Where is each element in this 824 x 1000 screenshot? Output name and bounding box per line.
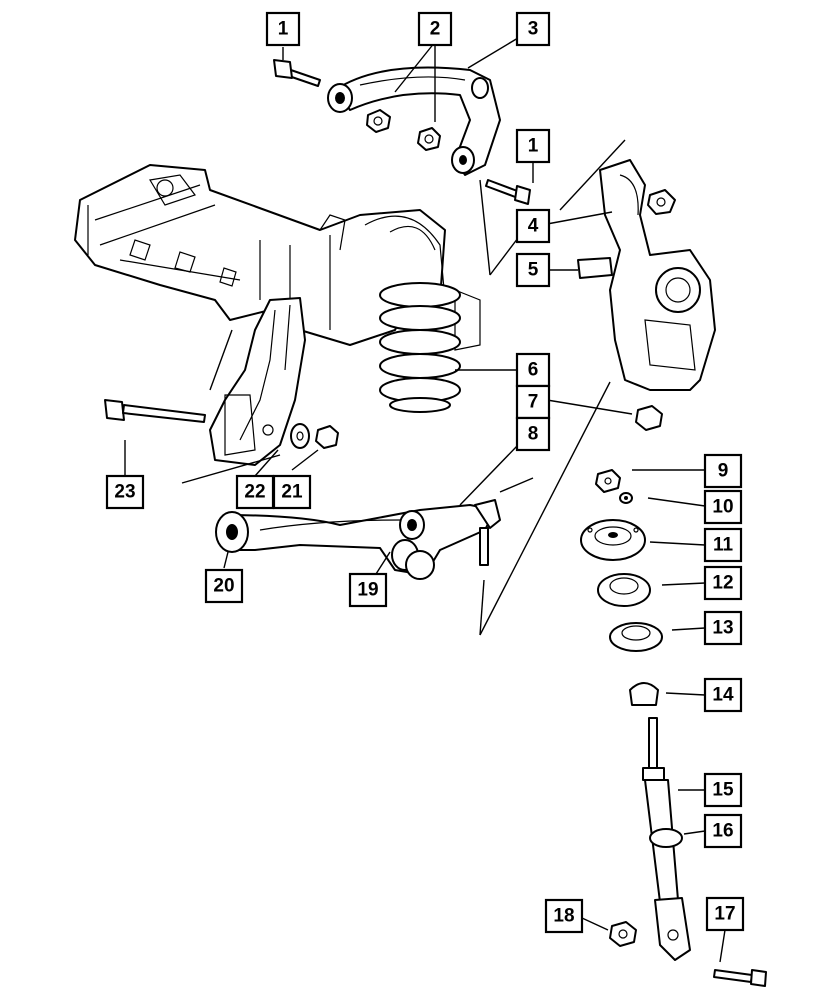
callout-21: 21 bbox=[272, 474, 312, 510]
svg-text:21: 21 bbox=[281, 482, 303, 503]
svg-text:11: 11 bbox=[713, 535, 734, 556]
steering-knuckle bbox=[577, 159, 716, 391]
frame-rail bbox=[74, 164, 481, 351]
shock-absorber bbox=[642, 717, 691, 961]
callout-19: 19 bbox=[348, 572, 388, 608]
callout-7: 7 bbox=[515, 384, 551, 420]
callout-13: 13 bbox=[703, 610, 743, 646]
svg-text:13: 13 bbox=[712, 618, 733, 639]
bolt-knuckle bbox=[485, 179, 531, 205]
bolt-upper-arm bbox=[273, 59, 321, 87]
callout-18: 18 bbox=[544, 898, 584, 934]
callout-22: 22 bbox=[235, 474, 275, 510]
callout-23: 23 bbox=[105, 474, 145, 510]
callout-5: 5 bbox=[515, 252, 551, 288]
upper-strut-mount bbox=[580, 519, 646, 561]
callout-20: 20 bbox=[204, 568, 244, 604]
nut-knuckle-lower bbox=[635, 405, 663, 431]
callout-1-upper: 1 bbox=[265, 11, 301, 47]
svg-text:12: 12 bbox=[712, 573, 733, 594]
svg-text:8: 8 bbox=[528, 424, 539, 445]
callout-1-knuckle: 1 bbox=[515, 128, 551, 164]
strut-washer bbox=[619, 492, 633, 504]
svg-text:14: 14 bbox=[712, 685, 734, 706]
svg-text:15: 15 bbox=[712, 780, 734, 801]
svg-text:3: 3 bbox=[528, 19, 539, 40]
callout-16: 16 bbox=[703, 813, 743, 849]
svg-text:18: 18 bbox=[553, 906, 574, 927]
callout-14: 14 bbox=[703, 677, 743, 713]
callout-4: 4 bbox=[515, 208, 551, 244]
callout-11: 11 bbox=[703, 527, 743, 563]
svg-text:6: 6 bbox=[528, 360, 539, 381]
svg-text:4: 4 bbox=[528, 216, 539, 237]
lower-control-arm bbox=[215, 499, 501, 580]
svg-text:23: 23 bbox=[114, 482, 135, 503]
strut-nut bbox=[595, 469, 621, 493]
svg-text:10: 10 bbox=[712, 497, 733, 518]
lower-control-arm-bracket bbox=[209, 297, 306, 466]
svg-text:22: 22 bbox=[244, 482, 265, 503]
coil-spring bbox=[379, 282, 461, 413]
callout-12: 12 bbox=[703, 565, 743, 601]
svg-text:7: 7 bbox=[528, 392, 539, 413]
svg-text:1: 1 bbox=[278, 19, 289, 40]
callout-6: 6 bbox=[515, 352, 551, 388]
svg-text:17: 17 bbox=[714, 904, 735, 925]
callout-8: 8 bbox=[515, 416, 551, 452]
svg-text:19: 19 bbox=[357, 580, 378, 601]
svg-text:16: 16 bbox=[712, 821, 733, 842]
callout-15: 15 bbox=[703, 772, 743, 808]
jounce-bumper bbox=[629, 682, 659, 706]
callout-2: 2 bbox=[417, 11, 453, 47]
callout-17: 17 bbox=[705, 896, 745, 932]
leader-lines bbox=[124, 37, 726, 963]
nut-upper-arm-2 bbox=[417, 127, 441, 151]
svg-text:2: 2 bbox=[430, 19, 441, 40]
spring-isolator-lower bbox=[609, 622, 663, 652]
svg-text:9: 9 bbox=[718, 461, 729, 482]
callout-3: 3 bbox=[515, 11, 551, 47]
bolt-lower-arm bbox=[104, 399, 206, 423]
callout-9: 9 bbox=[703, 453, 743, 489]
svg-text:20: 20 bbox=[213, 576, 234, 597]
shock-bolt bbox=[713, 969, 767, 987]
callout-10: 10 bbox=[703, 489, 743, 525]
svg-text:1: 1 bbox=[528, 136, 539, 157]
nut-upper-arm-1 bbox=[366, 109, 391, 133]
svg-text:5: 5 bbox=[528, 260, 539, 281]
nut-lower-arm bbox=[315, 425, 339, 449]
shock-nut bbox=[609, 921, 637, 947]
upper-control-arm bbox=[327, 66, 501, 176]
cam-washer bbox=[290, 423, 310, 449]
spring-isolator-upper bbox=[597, 573, 651, 607]
